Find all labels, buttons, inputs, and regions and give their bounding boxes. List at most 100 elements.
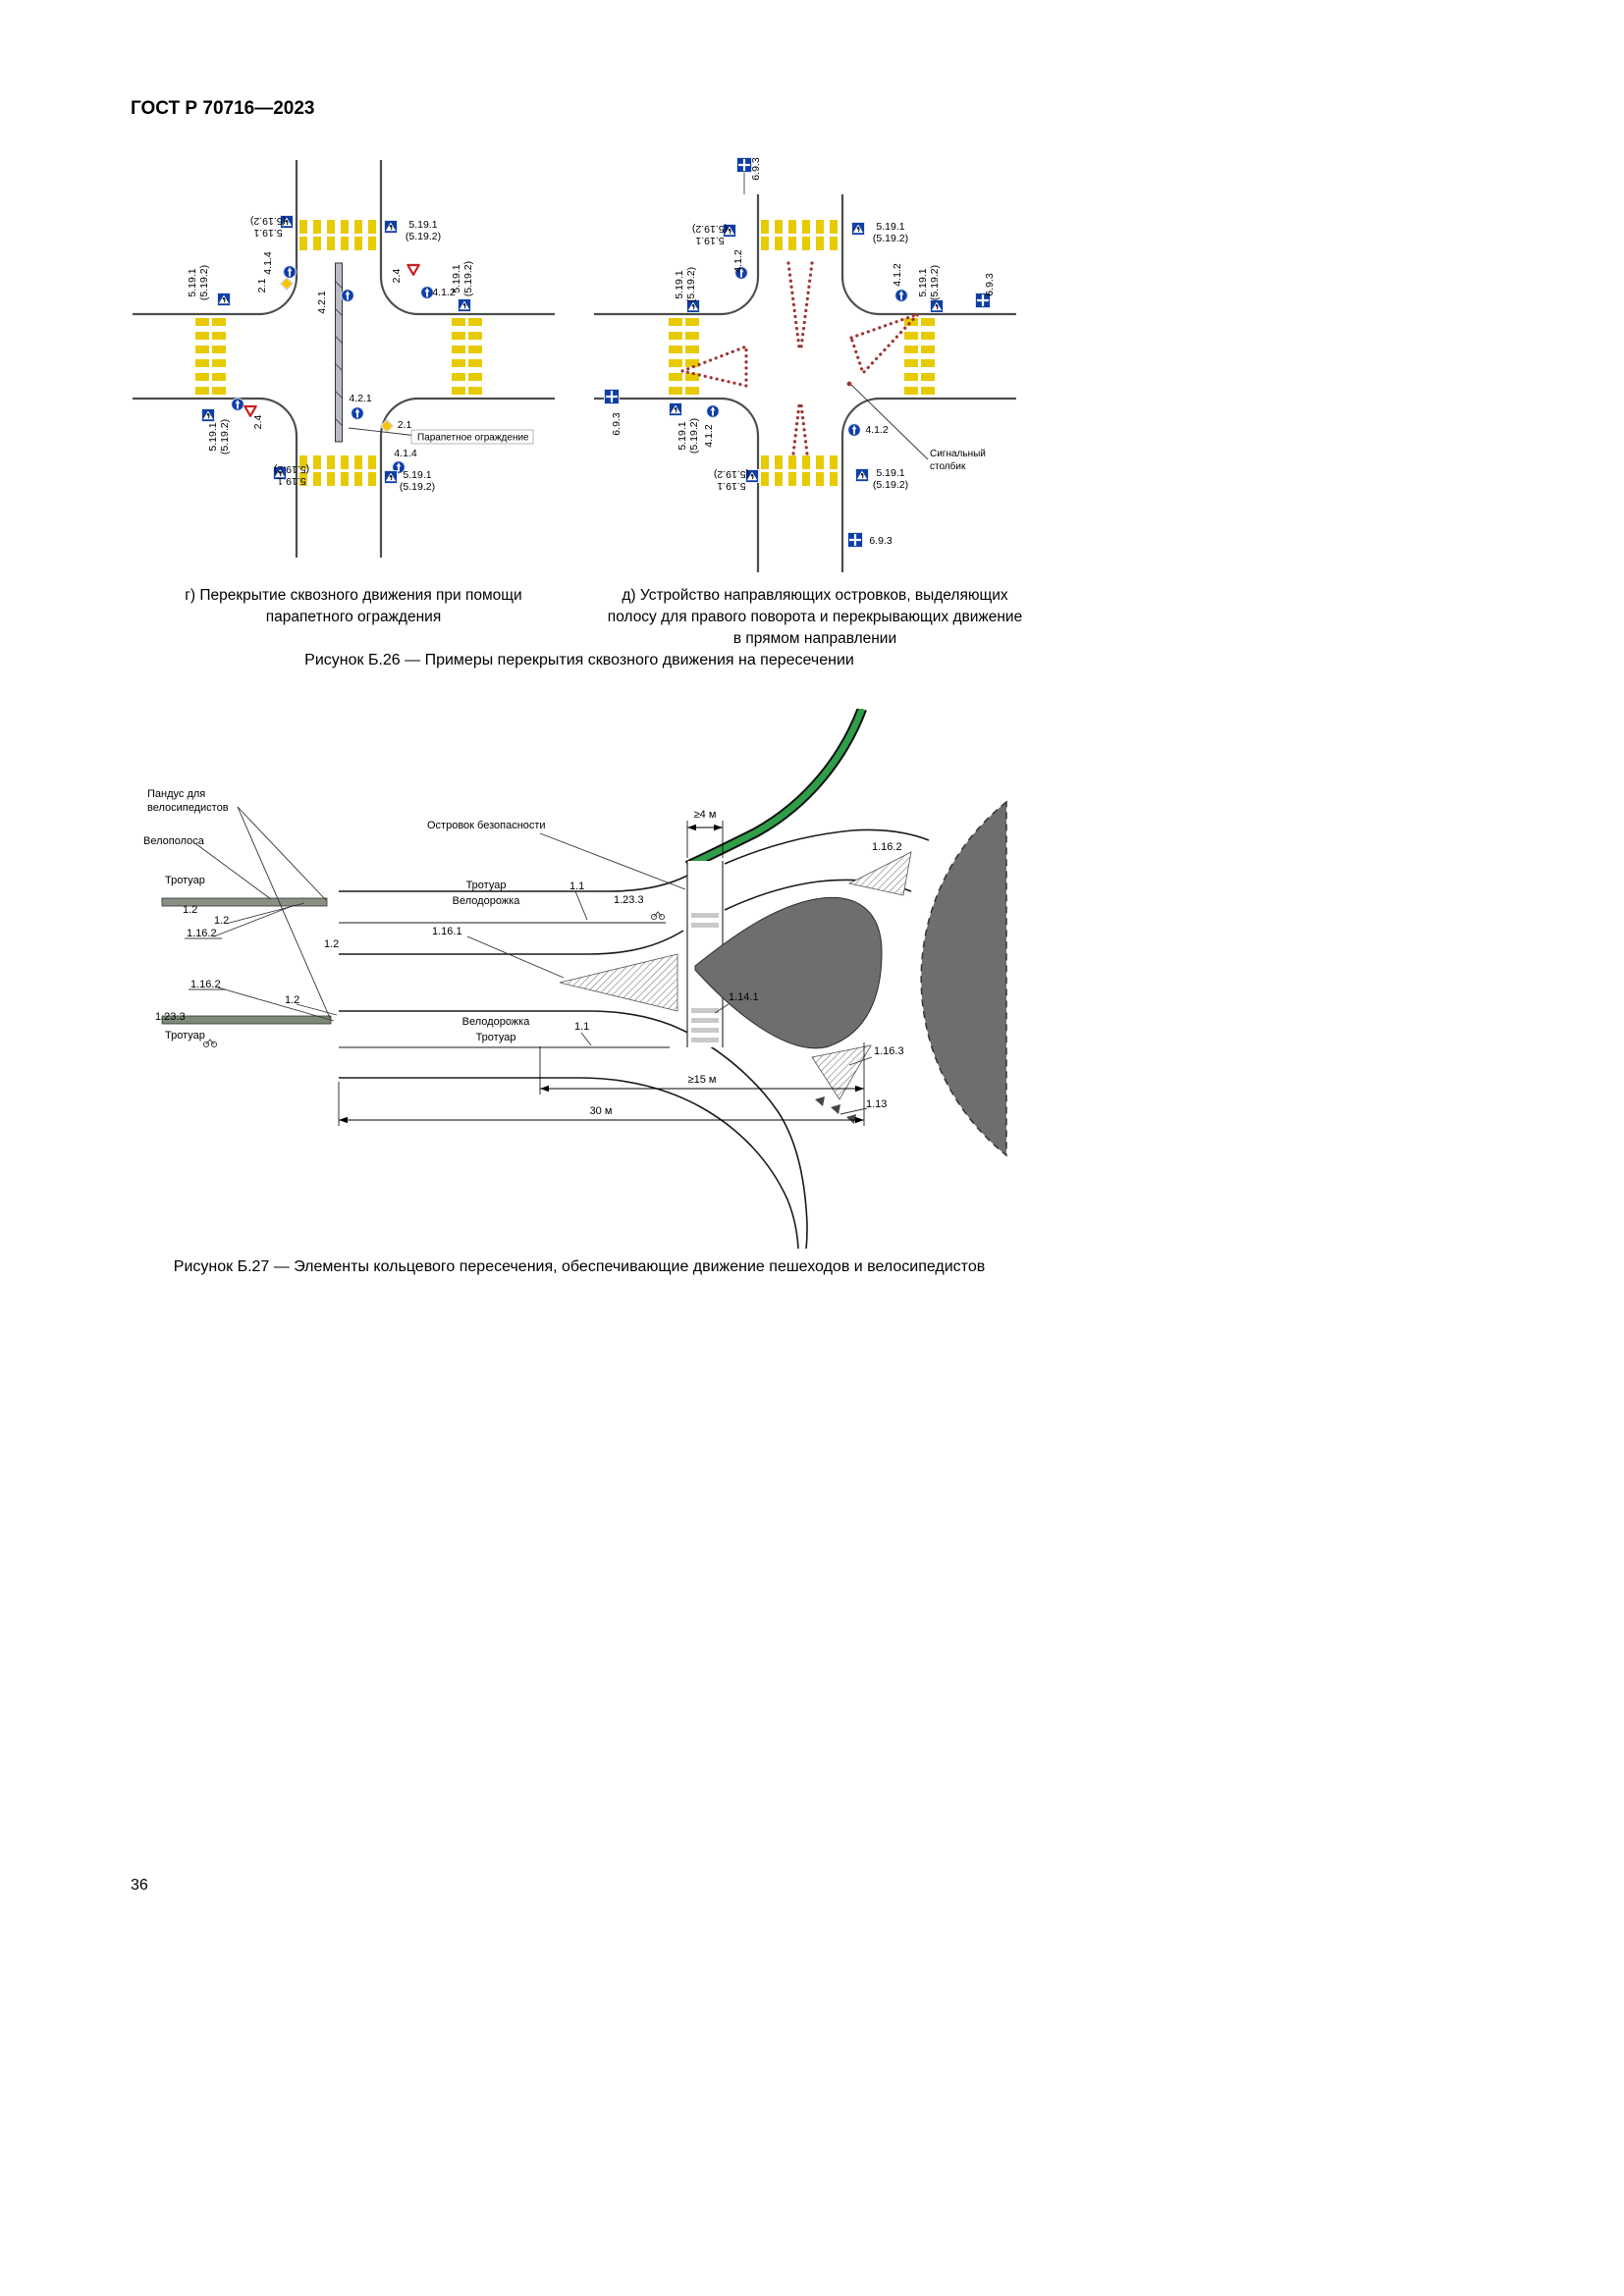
sign-label: (5.19.2) bbox=[873, 479, 908, 491]
marking-label: 1.13 bbox=[866, 1098, 887, 1110]
sign-label: (5.19.2) bbox=[274, 463, 309, 475]
doc-header: ГОСТ Р 70716—2023 bbox=[131, 98, 315, 119]
page-number: 36 bbox=[131, 1877, 148, 1894]
label-sidewalk: Тротуар bbox=[165, 1030, 205, 1041]
caption-variant-d: д) Устройство направляющих островков, вы… bbox=[569, 585, 1060, 650]
label-bike-lane: Велополоса bbox=[143, 835, 205, 847]
route-direction-sign-icon bbox=[847, 532, 863, 548]
sign-label: (5.19.2) bbox=[873, 233, 908, 244]
sign-label: 4.2.1 bbox=[316, 291, 328, 314]
sign-label: 5.19.1 bbox=[207, 422, 219, 451]
pedestrian-crossing-sign-icon bbox=[458, 298, 471, 312]
marking-label: 1.16.3 bbox=[874, 1045, 904, 1057]
sign-label: (5.19.2) bbox=[714, 468, 749, 480]
figure-b26-caption: Рисунок Б.26 — Примеры перекрытия сквозн… bbox=[304, 652, 854, 668]
pedestrian-crossing-sign-icon bbox=[384, 470, 398, 484]
marking-label: 1.2 bbox=[324, 938, 339, 950]
sign-label: (5.19.2) bbox=[685, 267, 697, 302]
bike-marking-symbols bbox=[202, 911, 666, 1048]
figure-b27-caption: Рисунок Б.27 — Элементы кольцевого перес… bbox=[173, 1258, 986, 1275]
sign-label: 6.9.3 bbox=[984, 273, 996, 296]
fig-b27-diagram: Пандус для велосипедистов Велополоса Тро… bbox=[143, 709, 1007, 1249]
marking-label: 1.2 bbox=[285, 994, 299, 1006]
label-bikepath: Велодорожка bbox=[462, 1016, 531, 1028]
roads bbox=[133, 160, 555, 558]
marking-label: 1.1 bbox=[574, 1021, 589, 1033]
sign-label: 5.19.1 bbox=[917, 268, 929, 296]
parapet-callout: Парапетное ограждение bbox=[417, 433, 529, 444]
road-edges bbox=[339, 828, 930, 1249]
route-direction-sign-icon bbox=[604, 389, 620, 404]
pedestrian-crossing-sign-icon bbox=[201, 408, 215, 422]
sign-label: 2.1 bbox=[256, 279, 268, 294]
channelizing-islands-dotted bbox=[677, 261, 920, 455]
pass-obstacle-sign-icon bbox=[351, 406, 364, 420]
splitter-island bbox=[694, 897, 883, 1049]
callout-box bbox=[410, 429, 534, 445]
marking-label: 1.2 bbox=[183, 904, 197, 916]
sidewalk-strip-top bbox=[161, 897, 328, 907]
sign-label: (5.19.2) bbox=[400, 481, 435, 493]
turn-right-sign-icon bbox=[847, 423, 861, 437]
parapet-barrier bbox=[334, 262, 344, 443]
direction-sign-icon bbox=[283, 265, 297, 279]
sign-label: 5.19.1 bbox=[451, 264, 462, 293]
signal-post-callout: Сигнальный bbox=[930, 449, 986, 459]
give-way-sign-icon bbox=[244, 404, 257, 417]
sign-label: 5.19.1 bbox=[187, 268, 198, 296]
dimension-label: ≥4 м bbox=[694, 809, 717, 821]
leader-lines bbox=[195, 806, 873, 1115]
sign-label: 5.19.1 bbox=[674, 270, 685, 298]
marking-label: 1.16.2 bbox=[187, 928, 217, 939]
roundabout-central-island bbox=[920, 800, 1007, 1157]
marking-label: 1.23.3 bbox=[155, 1011, 186, 1023]
marking-label: 1.16.2 bbox=[872, 841, 902, 853]
caption-variant-g: г) Перекрытие сквозного движения при пом… bbox=[118, 585, 589, 628]
sign-label: 2.4 bbox=[252, 415, 264, 430]
sign-label: 5.19.1 bbox=[876, 221, 904, 233]
sign-label: 4.1.4 bbox=[394, 448, 417, 459]
caption-line: д) Устройство направляющих островков, вы… bbox=[622, 587, 1008, 604]
label-sidewalk: Тротуар bbox=[165, 875, 205, 886]
sign-label: 5.19.1 bbox=[277, 475, 305, 487]
marking-label: 1.2 bbox=[214, 915, 229, 927]
marking-label: 1.16.2 bbox=[190, 979, 221, 990]
dimension-label: 30 м bbox=[590, 1105, 613, 1117]
roads bbox=[594, 194, 1016, 572]
sign-label: 4.1.2 bbox=[703, 424, 715, 448]
caption-line: парапетного ограждения bbox=[265, 609, 442, 625]
sign-label: 6.9.3 bbox=[869, 535, 893, 547]
sign-label: 4.1.2 bbox=[732, 249, 744, 273]
sign-label: (5.19.2) bbox=[219, 419, 231, 454]
caption-line: полосу для правого поворота и перекрываю… bbox=[607, 609, 1023, 625]
sign-label: 4.2.1 bbox=[349, 393, 372, 404]
sign-label: 5.19.1 bbox=[876, 467, 904, 479]
sign-label: 6.9.3 bbox=[611, 412, 623, 436]
dimension-lines bbox=[338, 821, 865, 1126]
sign-label: 6.9.3 bbox=[750, 157, 762, 181]
direction-sign-icon bbox=[231, 398, 244, 411]
sign-label: 5.19.1 bbox=[717, 480, 745, 492]
pedestrian-crossing-sign-icon bbox=[855, 468, 869, 482]
sidewalk-strip-bottom bbox=[161, 1015, 332, 1025]
label-bikepath: Велодорожка bbox=[453, 895, 521, 907]
turn-right-sign-icon bbox=[894, 289, 908, 302]
turn-right-sign-icon bbox=[706, 404, 720, 418]
label-sidewalk: Тротуар bbox=[476, 1032, 516, 1043]
sign-label: 5.19.1 bbox=[403, 469, 431, 481]
sign-label: 4.1.4 bbox=[262, 251, 274, 275]
label-ramp: велосипедистов bbox=[147, 802, 229, 814]
sign-label: (5.19.2) bbox=[929, 265, 941, 300]
sign-label: 4.1.2 bbox=[865, 424, 889, 436]
marking-label: 1.23.3 bbox=[614, 894, 644, 906]
fig-b26-right-diagram: 6.9.3 (5.19.2) 5.19.1 4.1.2 5.19.1 (5.19… bbox=[594, 157, 1016, 572]
sign-label: (5.19.2) bbox=[462, 261, 474, 296]
sign-label: (5.19.2) bbox=[250, 215, 286, 227]
sign-label: 2.1 bbox=[398, 419, 412, 431]
pass-obstacle-sign-icon bbox=[341, 289, 354, 302]
pedestrian-crossing-sign-icon bbox=[930, 299, 944, 313]
marking-label: 1.16.1 bbox=[432, 926, 462, 937]
sign-label: 5.19.1 bbox=[695, 235, 724, 246]
hatched-markings bbox=[559, 851, 912, 1100]
